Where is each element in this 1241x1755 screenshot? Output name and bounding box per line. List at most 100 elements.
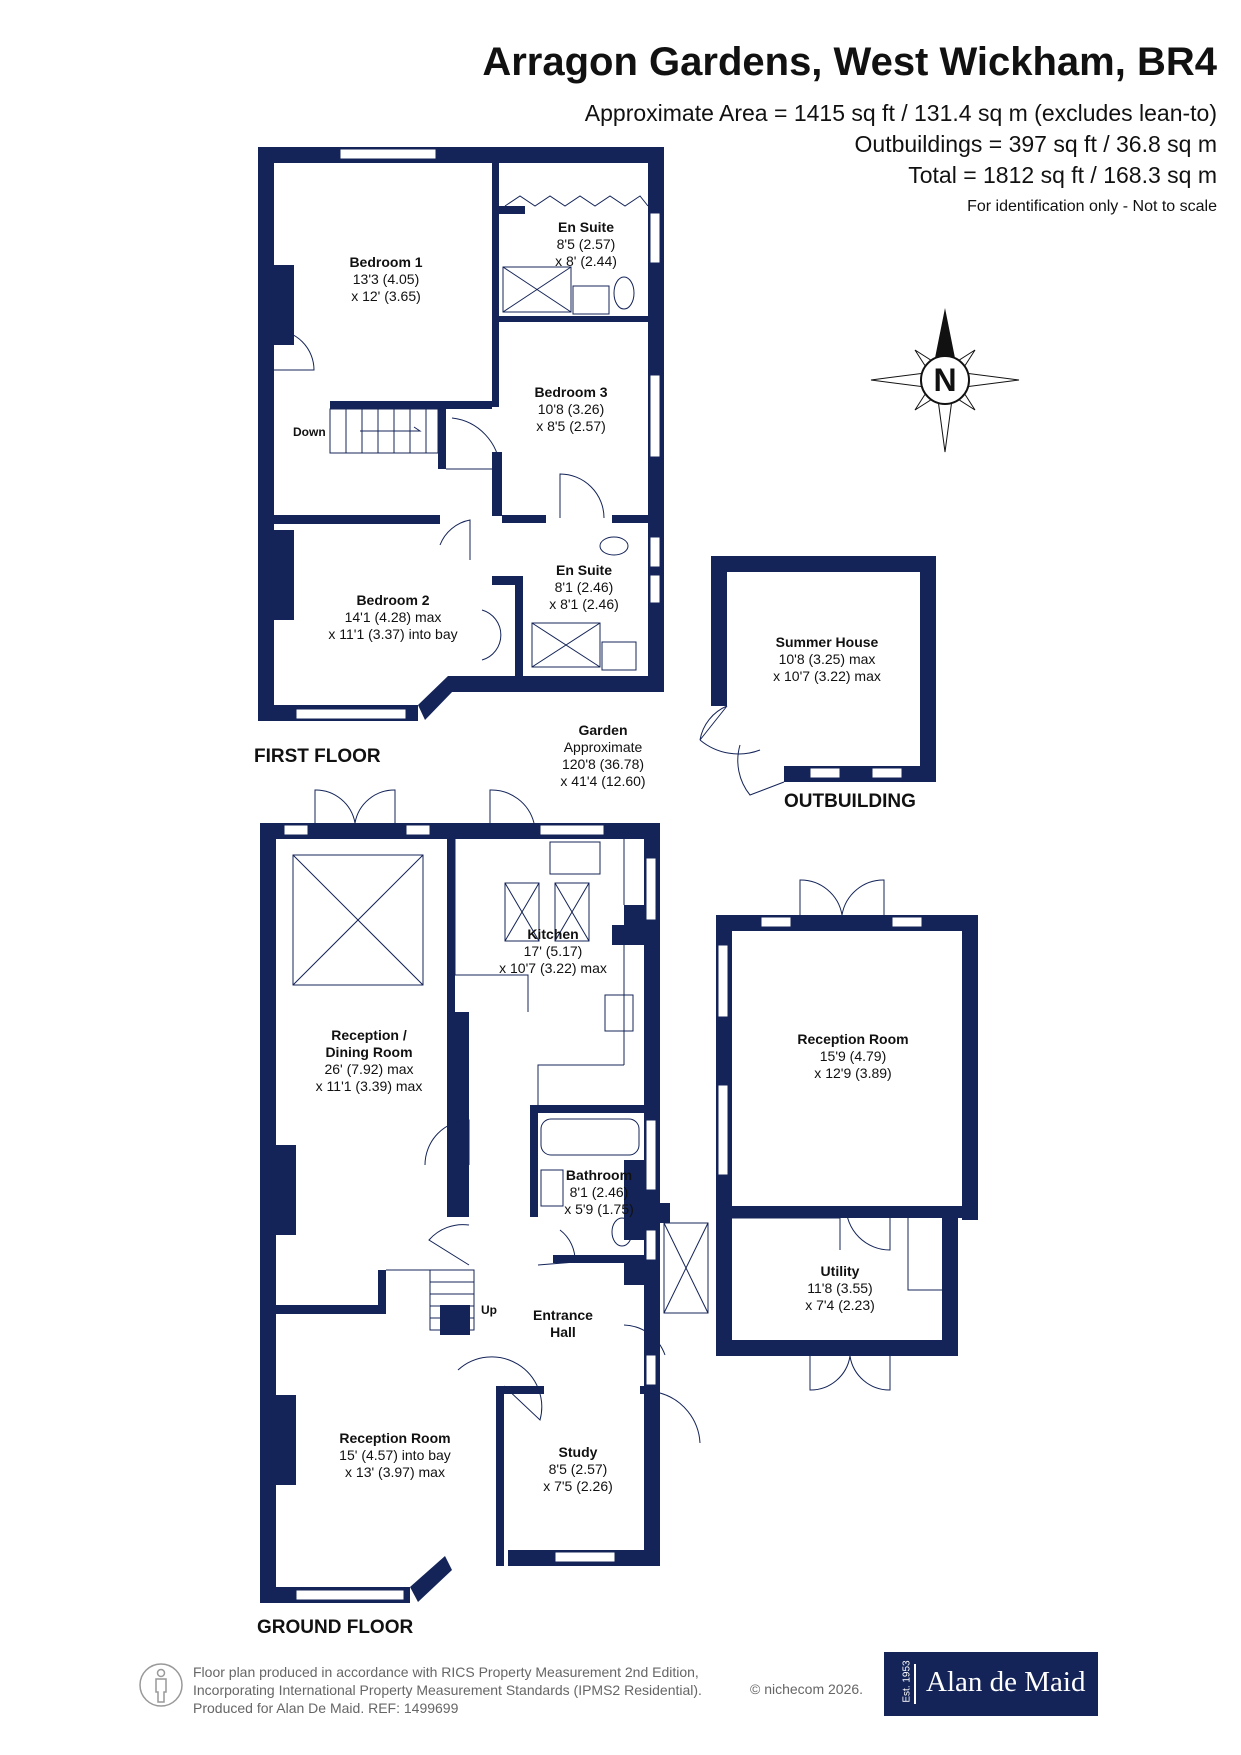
compass-icon: N (870, 308, 1020, 453)
internal-wall (515, 576, 523, 692)
door-arc (481, 609, 502, 661)
internal-wall (530, 1105, 644, 1113)
internal-wall (438, 409, 446, 469)
wall-top (258, 147, 664, 163)
first-floor-plan (258, 147, 664, 721)
wall-left (258, 147, 274, 721)
page-title: Arragon Gardens, West Wickham, BR4 (482, 40, 1217, 84)
door-arc (537, 1229, 576, 1266)
hob (604, 994, 634, 1032)
window (649, 212, 661, 264)
compass-north-label: N (933, 362, 956, 398)
internal-wall (492, 163, 499, 407)
internal-wall (612, 925, 644, 945)
stairs-up-label: Up (481, 1303, 497, 1317)
kitchen-unit (554, 882, 590, 942)
bay-wall (418, 676, 454, 720)
wall-right (962, 915, 978, 1220)
internal-wall (447, 1012, 469, 1217)
outbuilding-plan (699, 556, 936, 796)
wall-right (920, 556, 936, 782)
window (339, 148, 437, 160)
skylight (292, 854, 424, 986)
french-door (354, 789, 396, 824)
door-arc (457, 1356, 543, 1421)
wall-left (711, 556, 727, 706)
internal-wall (504, 1386, 544, 1394)
toilet (613, 276, 635, 310)
room-bedroom-1: Bedroom 1 13'3 (4.05) x 12' (3.65) (349, 254, 423, 304)
agent-logo: Est. 1953 Alan de Maid (884, 1652, 1098, 1716)
chimney-breast (276, 1145, 296, 1235)
window (645, 857, 657, 921)
internal-wall (640, 1386, 660, 1394)
approximate-area: Approximate Area = 1415 sq ft / 131.4 sq… (584, 100, 1217, 126)
door-arc (845, 1205, 891, 1251)
total-area: Total = 1812 sq ft / 168.3 sq m (908, 162, 1217, 188)
kitchen-unit (504, 882, 540, 942)
internal-wall (624, 1160, 644, 1240)
room-study: Study 8'5 (2.57) x 7'5 (2.26) (543, 1444, 613, 1494)
window (760, 916, 792, 928)
door-arc (489, 789, 535, 824)
window (405, 824, 431, 836)
window (717, 944, 729, 1018)
ground-floor-plan (260, 789, 978, 1603)
internal-wall (274, 515, 440, 524)
wall-bottom (784, 766, 936, 782)
door-arc (273, 329, 315, 371)
first-floor-label: FIRST FLOOR (254, 746, 381, 767)
french-door (849, 1355, 891, 1391)
kitchen-worktop (537, 1064, 624, 1105)
wardrobe-doors (504, 195, 649, 207)
garden-label: Garden Approximate 120'8 (36.78) x 41'4 … (560, 722, 646, 789)
ground-floor-label: GROUND FLOOR (257, 1617, 414, 1638)
logo-divider (914, 1664, 916, 1704)
room-summer-house: Summer House 10'8 (3.25) max x 10'7 (3.2… (773, 634, 881, 684)
window (295, 708, 407, 720)
bath (540, 1118, 640, 1156)
internal-wall (499, 316, 648, 322)
chimney-breast (274, 530, 294, 620)
first-floor-stairs (329, 408, 439, 454)
room-bathroom: Bathroom 8'1 (2.46) x 5'9 (1.75) (564, 1167, 634, 1217)
wall-right-lower (644, 1393, 660, 1566)
window (645, 1119, 657, 1191)
toilet (599, 536, 629, 556)
internal-wall (378, 1270, 386, 1314)
window (649, 536, 661, 568)
wall-top (716, 915, 978, 931)
wall-bottom (716, 1340, 958, 1356)
shower-tray (502, 266, 572, 313)
door-arc (446, 417, 501, 470)
room-en-suite-2: En Suite 8'1 (2.46) x 8'1 (2.46) (549, 562, 619, 612)
room-bedroom-3: Bedroom 3 10'8 (3.26) x 8'5 (2.57) (534, 384, 608, 434)
window (649, 374, 661, 458)
bay-wall (410, 1556, 452, 1602)
french-door (799, 879, 843, 916)
internal-wall (496, 1386, 504, 1566)
internal-wall (502, 515, 546, 523)
chimney-breast (274, 265, 294, 345)
utility-worktop (907, 1218, 942, 1291)
washbasin (572, 285, 610, 315)
window (283, 824, 309, 836)
internal-wall (276, 1305, 386, 1314)
copyright: © nichecom 2026. (750, 1681, 864, 1697)
window (891, 916, 923, 928)
door-arc (428, 1224, 470, 1266)
internal-wall (492, 452, 502, 516)
utility-worktop (732, 1217, 841, 1250)
internal-wall (624, 1255, 644, 1285)
door-arc (623, 1324, 666, 1356)
lean-to-skylight (663, 1222, 709, 1314)
internal-wall (499, 206, 525, 214)
kitchen-worktop (454, 839, 529, 1012)
wall-bottom-right (448, 676, 664, 692)
outbuildings-area: Outbuildings = 397 sq ft / 36.8 sq m (854, 131, 1217, 157)
window (809, 767, 841, 779)
door-arc (699, 705, 728, 741)
room-reception-front: Reception Room 15' (4.57) into bay x 13'… (339, 1430, 451, 1480)
